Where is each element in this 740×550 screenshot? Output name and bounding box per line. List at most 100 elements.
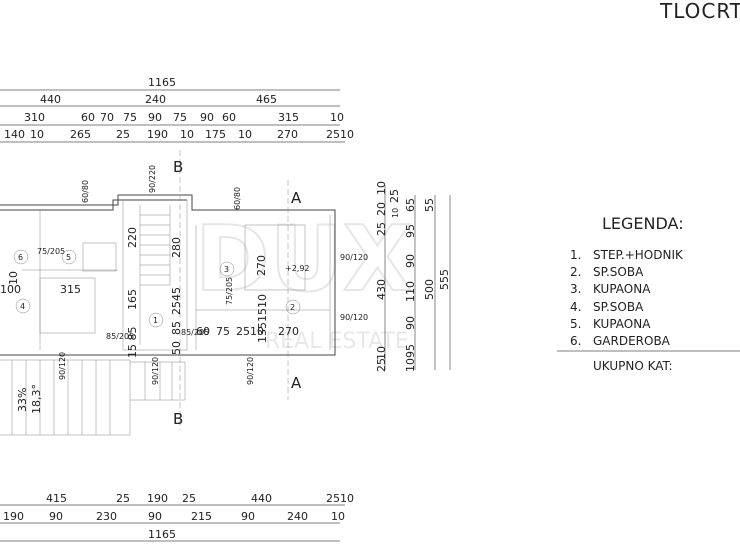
section-markers: A A B B <box>173 150 302 430</box>
interior-stair <box>139 205 171 345</box>
dim-label: 75 <box>123 111 137 124</box>
right-dimensions: 10 25 20 25 430 10 25 10 65 95 90 110 90… <box>375 181 451 372</box>
dim-label: 1351510 <box>256 294 269 343</box>
dim-label: 90 <box>241 510 255 523</box>
dim-label: 240 <box>145 93 166 106</box>
dim-label: 10 <box>375 346 388 360</box>
dim-label: 60 <box>196 325 210 338</box>
dim-label: 2545 <box>170 287 183 315</box>
opening-label: 60/80 <box>81 180 90 203</box>
dim-label: 90 <box>148 510 162 523</box>
dim-label: 310 <box>24 111 45 124</box>
dim-label: 315 <box>60 283 81 296</box>
dim-label: 315 <box>278 111 299 124</box>
watermark-logo: DUX <box>195 207 412 312</box>
dim-label: 140 <box>4 128 25 141</box>
stair-slope: 33% <box>16 388 29 412</box>
dim-label: 100 <box>0 283 21 296</box>
dim-label: 190 <box>147 128 168 141</box>
dim-label: 15 85 <box>126 327 139 359</box>
dim-label: 175 <box>205 128 226 141</box>
opening-label: 60/80 <box>233 187 242 210</box>
dim-label: 70 <box>100 111 114 124</box>
dim-label: 75 <box>216 325 230 338</box>
room-markers: 1 2 3 4 5 6 <box>13 249 301 328</box>
dim-label: 90 <box>200 111 214 124</box>
dim-label: 25 <box>182 492 196 505</box>
opening-label: 90/120 <box>151 357 160 385</box>
dim-label: 270 <box>277 128 298 141</box>
dim-label: 215 <box>191 510 212 523</box>
section-b-top: B <box>173 158 183 176</box>
dim-label: 25 <box>116 492 130 505</box>
legend-number: 3. <box>570 282 581 296</box>
opening-label: 75/205 <box>225 277 234 305</box>
dim-label: 25 <box>326 492 340 505</box>
room-3: 3 <box>224 265 229 274</box>
legend-number: 5. <box>570 317 581 331</box>
dim-label: 55 <box>423 198 436 212</box>
dim-label: 230 <box>96 510 117 523</box>
dim-label: 270 <box>278 325 299 338</box>
dim-label: 10 <box>391 208 400 218</box>
dim-label: 110 <box>404 281 417 302</box>
drawing-title: TLOCRT <box>659 0 740 23</box>
stair-angle: 18,3° <box>30 384 43 414</box>
legend-item: KUPAONA <box>593 282 651 296</box>
dim-label: 2510 <box>236 325 264 338</box>
dim-label: 265 <box>70 128 91 141</box>
bottom-dimensions: 415 25 190 25 440 25 10 190 90 230 90 21… <box>0 492 354 542</box>
room-6: 6 <box>18 253 23 262</box>
dim-label: 90 <box>49 510 63 523</box>
opening-labels: 60/80 90/220 60/80 75/205 85/205 85/205 … <box>37 165 368 385</box>
dim-label: 10 <box>404 358 417 372</box>
legend-item: SP.SOBA <box>593 265 644 279</box>
legend-item: STEP.+HODNIK <box>593 248 684 262</box>
dim-label: 50 <box>170 341 183 355</box>
dim-label: 10 <box>180 128 194 141</box>
legend-title: LEGENDA: <box>602 214 684 233</box>
dim-label: 10 <box>340 492 354 505</box>
dim-label: 85 <box>170 321 183 335</box>
section-b-bottom: B <box>173 410 183 428</box>
opening-label: 85/205 <box>106 332 134 341</box>
opening-label: 90/220 <box>148 165 157 193</box>
dim-label: 500 <box>423 279 436 300</box>
legend-total-label: UKUPNO KAT: <box>593 359 673 373</box>
room-4: 4 <box>20 302 25 311</box>
exterior-stair <box>0 359 186 436</box>
legend-number: 1. <box>570 248 581 262</box>
legend-item: KUPAONA <box>593 317 651 331</box>
opening-label: 75/205 <box>37 247 65 256</box>
dim-overall-bottom: 1165 <box>148 528 176 541</box>
legend-number: 2. <box>570 265 581 279</box>
dim-label: 280 <box>170 237 183 258</box>
building-walls <box>0 194 336 436</box>
room-5: 5 <box>66 253 71 262</box>
dim-label: 10 <box>7 271 20 285</box>
dim-label: 190 <box>147 492 168 505</box>
room-1: 1 <box>153 316 158 325</box>
dim-label: 165 <box>126 289 139 310</box>
opening-label: 90/120 <box>58 352 67 380</box>
dim-label: 25 <box>388 189 401 203</box>
top-dimensions: 1165 440 240 465 310 60 70 75 90 75 90 6… <box>0 76 354 143</box>
dim-label: 90 <box>404 316 417 330</box>
dim-label: 95 <box>404 344 417 358</box>
dim-label: 220 <box>126 227 139 248</box>
dim-label: 10 <box>330 111 344 124</box>
dim-label: 415 <box>46 492 67 505</box>
dim-label: 65 <box>404 198 417 212</box>
dim-label: 10 <box>30 128 44 141</box>
opening-label: 90/120 <box>340 313 368 322</box>
dim-label: 25 <box>375 222 388 236</box>
legend: LEGENDA: 1. STEP.+HODNIK 2. SP.SOBA 3. K… <box>557 214 740 373</box>
dim-label: 60 <box>222 111 236 124</box>
dim-label: 10 <box>238 128 252 141</box>
section-a-top: A <box>291 189 302 207</box>
dim-label: 10 <box>340 128 354 141</box>
dim-label: 90 <box>404 254 417 268</box>
opening-label: 90/120 <box>246 357 255 385</box>
opening-label: 85/205 <box>181 328 209 337</box>
dim-label: 25 <box>326 128 340 141</box>
